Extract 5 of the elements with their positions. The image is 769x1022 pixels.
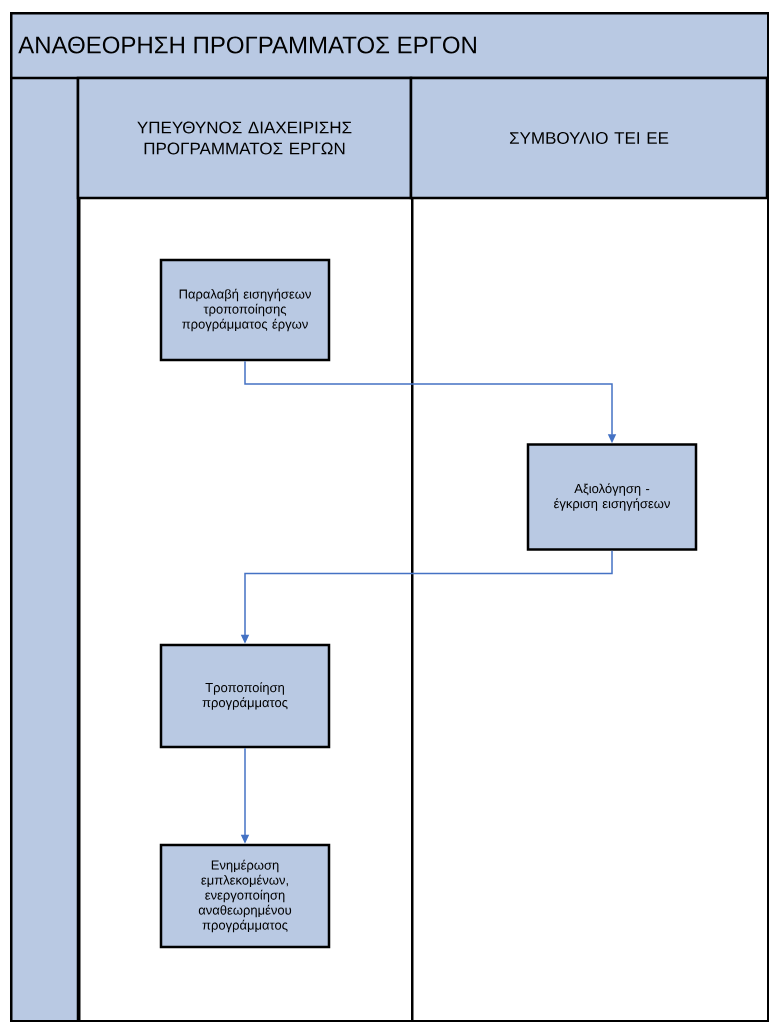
process-box: Αξιολόγηση - έγκριση εισηγήσεων <box>526 443 698 551</box>
process-box: Ενημέρωση εμπλεκομένων, ενεργοποίηση αναθεωρημένου προγράμματος <box>159 843 331 949</box>
process-box: Παραλαβή εισηγήσεων τροποποίησης προγράμματος έργων <box>159 258 331 362</box>
process-box: Τροποποίηση προγράμματος <box>159 643 331 749</box>
node-label: ΣΥΜΒΟΥΛΙΟ ΤΕΙ ΕΕ <box>509 131 669 145</box>
